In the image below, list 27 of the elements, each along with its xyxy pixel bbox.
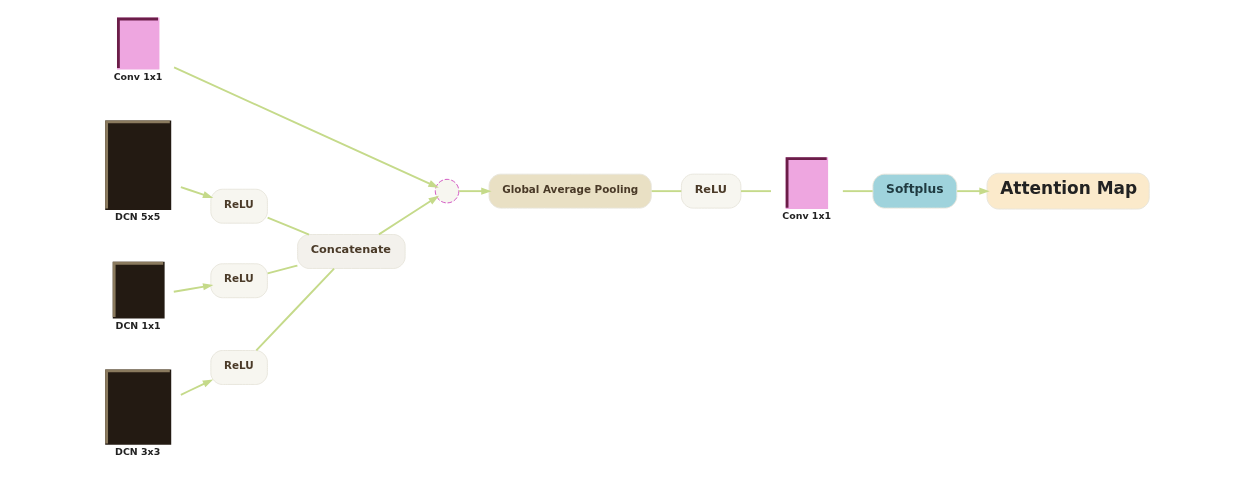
connector	[650, 190, 682, 193]
connector	[841, 190, 874, 193]
arrow	[172, 283, 213, 293]
node-label: Conv 1x1	[113, 70, 162, 82]
node-box: ReLU	[680, 173, 741, 209]
connector	[266, 264, 298, 275]
arrow	[172, 66, 439, 188]
arrow	[179, 186, 213, 199]
node-box: Softplus	[871, 173, 957, 209]
connector	[739, 190, 772, 193]
node-label: DCN 1x1	[115, 319, 161, 331]
node-box: Concatenate	[296, 234, 406, 269]
node-label: Conv 1x1	[781, 210, 831, 222]
connector	[266, 216, 310, 236]
arrow	[457, 187, 492, 195]
node-label: DCN 5x5	[114, 211, 160, 223]
arrow	[955, 187, 990, 195]
node-box: ReLU	[209, 263, 268, 299]
node-label: DCN 3x3	[114, 446, 160, 458]
connector	[254, 267, 335, 352]
arrow	[179, 379, 213, 396]
node-circle	[434, 178, 459, 204]
node-box: ReLU	[209, 188, 268, 224]
arrow	[377, 195, 439, 236]
node-box: Global Average Pooling	[488, 173, 652, 209]
node-box: Attention Map	[986, 172, 1150, 210]
node-box: ReLU	[209, 350, 268, 385]
